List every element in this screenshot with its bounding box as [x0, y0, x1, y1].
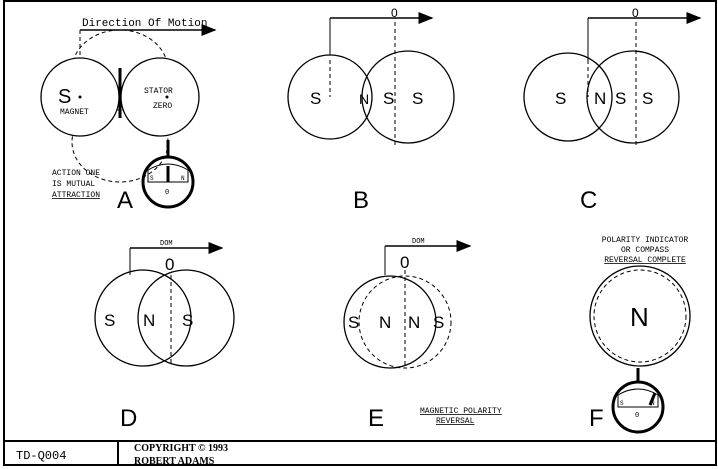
panel-d: DOM 0 S N S D: [94, 240, 235, 432]
panel-letter: A: [117, 187, 133, 214]
dom-label: DOM: [160, 240, 173, 248]
panel-f: POLARITY INDICATOR OR COMPASS REVERSAL C…: [589, 236, 691, 434]
magnet-label: MAGNET: [60, 108, 89, 117]
pole-label: S: [642, 89, 653, 108]
meter-icon: S N 0: [611, 368, 665, 434]
meter-zero: 0: [165, 189, 169, 197]
pole-label: S: [433, 313, 444, 332]
panel-letter: C: [580, 187, 597, 214]
zero-mark: 0: [400, 253, 409, 272]
panel-letter: D: [120, 405, 137, 432]
pole-label: S: [310, 89, 321, 108]
pole-label: S: [182, 311, 193, 330]
panel-letter: F: [589, 405, 604, 432]
stator-label: STATOR: [144, 87, 173, 96]
pole-label: S: [383, 89, 394, 108]
caption-line: POLARITY INDICATOR: [602, 236, 689, 245]
title-block: TD-Q004 COPYRIGHT © 1993 ROBERT ADAMS: [4, 440, 716, 467]
caption-line: OR COMPASS: [621, 246, 669, 255]
zero-label: ZERO: [153, 102, 172, 111]
caption-line: REVERSAL COMPLETE: [604, 256, 686, 265]
pole-label: N: [359, 91, 369, 107]
panel-letter: E: [368, 405, 384, 432]
pole-label: N: [594, 89, 606, 108]
zero-mark: 0: [632, 6, 639, 20]
pole-label: S: [615, 89, 626, 108]
meter-icon: S N 0: [141, 140, 195, 209]
meter-n: N: [651, 400, 655, 407]
panel-letter: B: [353, 187, 369, 214]
pole-label: S: [104, 311, 115, 330]
pole-label: S: [58, 86, 71, 108]
direction-label: Direction Of Motion: [82, 18, 207, 30]
copyright: COPYRIGHT © 1993: [134, 443, 228, 454]
caption-line: ATTRACTION: [52, 191, 100, 200]
pole-label: S: [412, 89, 423, 108]
stator-circle: [120, 57, 200, 137]
author: ROBERT ADAMS: [134, 456, 215, 467]
caption-line: ACTION ONE: [52, 169, 100, 178]
meter-s: S: [620, 400, 624, 407]
pole-label: N: [408, 313, 420, 332]
pole-label: N: [379, 313, 391, 332]
panel-a: Direction Of Motion S MAGNET STATOR ZERO…: [40, 18, 217, 214]
meter-s: S: [150, 175, 154, 182]
pole-label: S: [555, 89, 566, 108]
pole-label: N: [143, 311, 155, 330]
reversal-caption: MAGNETIC POLARITY: [420, 407, 502, 416]
document-id: TD-Q004: [16, 449, 66, 463]
zero-mark: 0: [165, 255, 174, 274]
meter-zero: 0: [635, 412, 639, 420]
pole-label: S: [348, 313, 359, 332]
reversal-caption: REVERSAL: [436, 417, 475, 426]
frame: [3, 0, 717, 466]
dom-label: DOM: [412, 238, 425, 246]
panel-e: DOM 0 S N N S E: [343, 238, 472, 432]
panel-b: 0 S N S S B: [287, 6, 455, 214]
pole-label: N: [630, 302, 649, 332]
caption-line: IS MUTUAL: [52, 180, 95, 189]
meter-n: N: [181, 175, 185, 182]
panel-c: 0 S N S S C: [523, 6, 702, 214]
zero-mark: 0: [391, 6, 398, 20]
